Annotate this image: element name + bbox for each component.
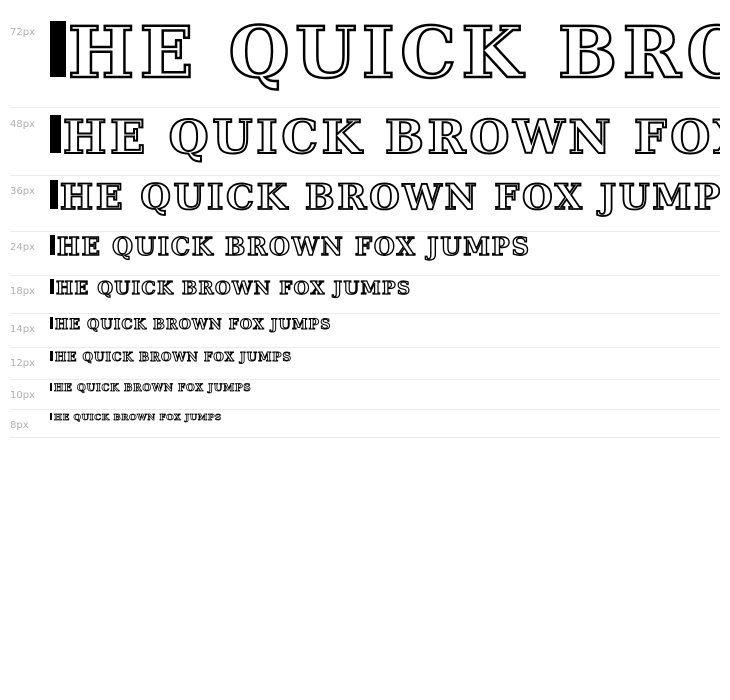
sample-row-48: 48px HE QUICK BROWN FOX JUMPS [10,108,720,176]
sample-text: HE QUICK BROWN FOX JUMPS [50,234,531,259]
first-letter-bar [50,413,52,420]
first-letter-bar [50,383,52,391]
sample-row-24: 24px HE QUICK BROWN FOX JUMPS [10,232,720,276]
sample-text: HE QUICK BROWN FOX JUMPS [50,16,720,89]
first-letter-bar [50,180,58,209]
size-label: 72px [10,27,35,38]
sample-text: HE QUICK BROWN FOX JUMPS [50,113,720,161]
size-label: 24px [10,242,35,253]
sample-text: HE QUICK BROWN FOX JUMPS [50,179,720,216]
sample-row-8: 8px HE QUICK BROWN FOX JUMPS [10,410,720,438]
sample-text: HE QUICK BROWN FOX JUMPS [50,351,292,363]
first-letter-bar [50,279,54,294]
first-letter-bar [50,351,53,361]
size-label: 36px [10,186,35,197]
sample-text: HE QUICK BROWN FOX JUMPS [50,279,411,298]
sample-row-72: 72px HE QUICK BROWN FOX JUMPS [10,0,720,108]
sample-row-18: 18px HE QUICK BROWN FOX JUMPS [10,276,720,314]
sample-text: HE QUICK BROWN FOX JUMPS [50,413,222,423]
first-letter-bar [50,235,55,255]
size-label: 8px [10,420,29,431]
sample-row-10: 10px HE QUICK BROWN FOX JUMPS [10,380,720,410]
size-label: 10px [10,390,35,401]
sample-text: HE QUICK BROWN FOX JUMPS [50,317,331,333]
size-label: 18px [10,286,35,297]
sample-text: HE QUICK BROWN FOX JUMPS [50,383,251,394]
size-label: 12px [10,358,35,369]
sample-row-12: 12px HE QUICK BROWN FOX JUMPS [10,348,720,380]
first-letter-bar [50,21,66,77]
size-label: 14px [10,324,35,335]
size-label: 48px [10,119,35,130]
sample-row-36: 36px HE QUICK BROWN FOX JUMPS [10,176,720,232]
first-letter-bar [50,115,61,153]
first-letter-bar [50,317,53,329]
sample-row-14: 14px HE QUICK BROWN FOX JUMPS [10,314,720,348]
